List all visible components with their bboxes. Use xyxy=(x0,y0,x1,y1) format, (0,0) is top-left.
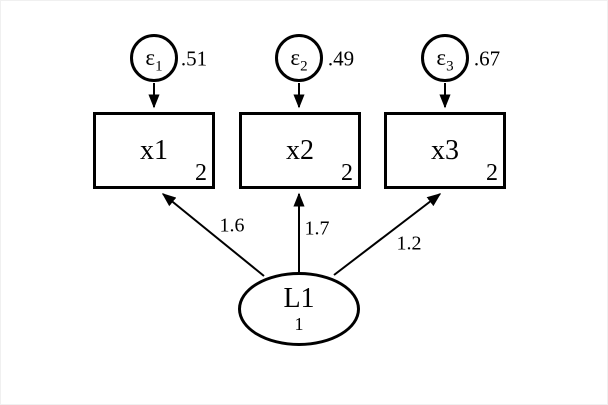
loading1-arrow xyxy=(161,193,265,277)
loading-label-1: 1.6 xyxy=(219,214,245,237)
observed-corner-x3: 2 xyxy=(486,160,498,186)
latent-label: L1 xyxy=(283,283,315,314)
observed-corner-x2: 2 xyxy=(341,160,353,186)
observed-corner-x1: 2 xyxy=(195,160,207,186)
error-label-e1: ε1 xyxy=(145,45,163,75)
error-node-e1: ε1 xyxy=(130,34,178,82)
loading-label-2: 1.7 xyxy=(304,217,330,240)
observed-node-x3: x3 2 xyxy=(384,112,506,189)
observed-node-x2: x2 2 xyxy=(239,112,361,189)
error-node-e3: ε3 xyxy=(421,34,469,82)
observed-label-x1: x1 xyxy=(140,134,168,166)
loading3-arrow xyxy=(333,193,442,276)
observed-node-x1: x1 2 xyxy=(93,112,215,189)
error-variance-e2: .49 xyxy=(327,46,355,71)
error-variance-e3: .67 xyxy=(473,46,501,71)
latent-variance: 1 xyxy=(294,314,304,334)
loading-label-3: 1.2 xyxy=(396,232,422,255)
observed-label-x3: x3 xyxy=(431,134,459,166)
observed-label-x2: x2 xyxy=(286,134,314,166)
error-label-e2: ε2 xyxy=(290,45,308,75)
error-variance-e1: .51 xyxy=(180,46,208,71)
error-node-e2: ε2 xyxy=(275,34,323,82)
latent-node-l1: L1 1 xyxy=(238,272,360,346)
error-label-e3: ε3 xyxy=(436,45,454,75)
